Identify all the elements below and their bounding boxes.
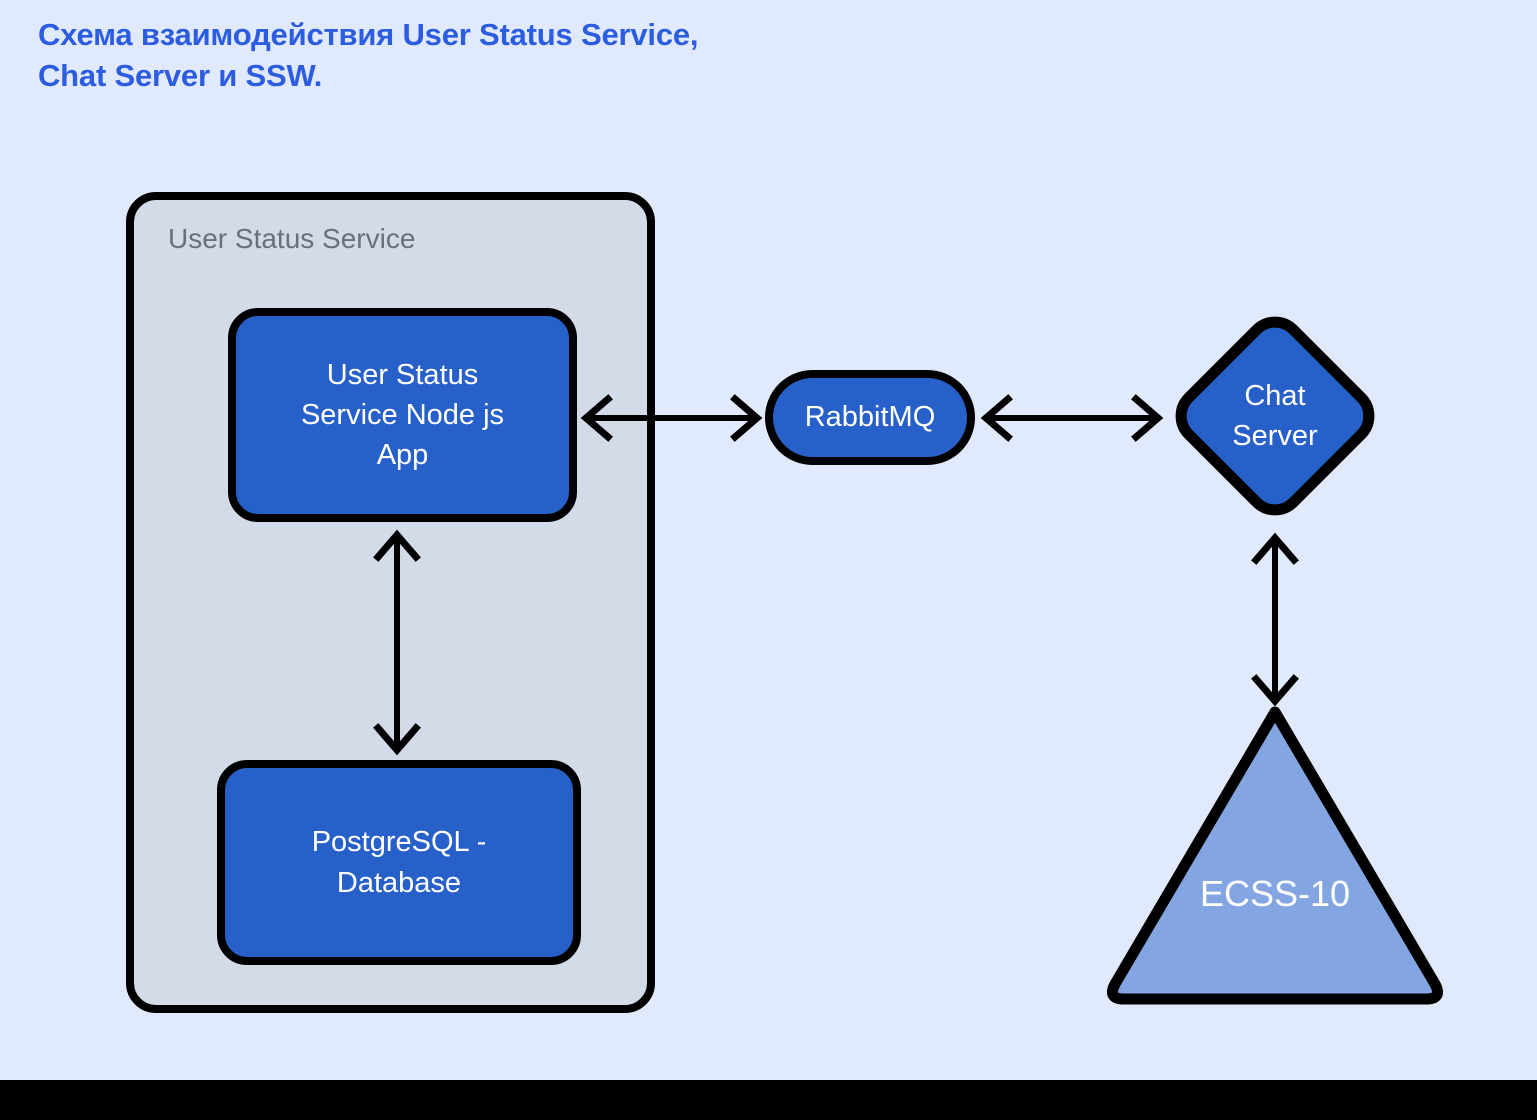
node-label: User Status Service Node js App <box>300 358 505 471</box>
page-title: Схема взаимодействия User Status Service… <box>38 17 699 94</box>
bottom-bar <box>0 1080 1537 1120</box>
node-user-status-service-node-js-app[interactable]: User Status Service Node js App <box>228 308 577 522</box>
triangle-shape <box>1107 706 1443 1005</box>
node-rabbitmq[interactable]: RabbitMQ <box>765 370 975 465</box>
node-chat-server[interactable]: Chat Server <box>1165 306 1385 526</box>
group-container-label: User Status Service <box>168 223 416 254</box>
node-label: PostgreSQL - Database <box>311 826 487 899</box>
diamond-shape <box>1175 316 1375 516</box>
node-ecss-10[interactable]: ECSS-10 <box>1093 698 1457 1013</box>
edge-chatserver-ecss <box>1251 532 1299 707</box>
node-label: RabbitMQ <box>804 401 936 433</box>
node-postgresql-database[interactable]: PostgreSQL - Database <box>217 760 581 965</box>
edge-rabbitmq-chatserver <box>980 394 1164 442</box>
